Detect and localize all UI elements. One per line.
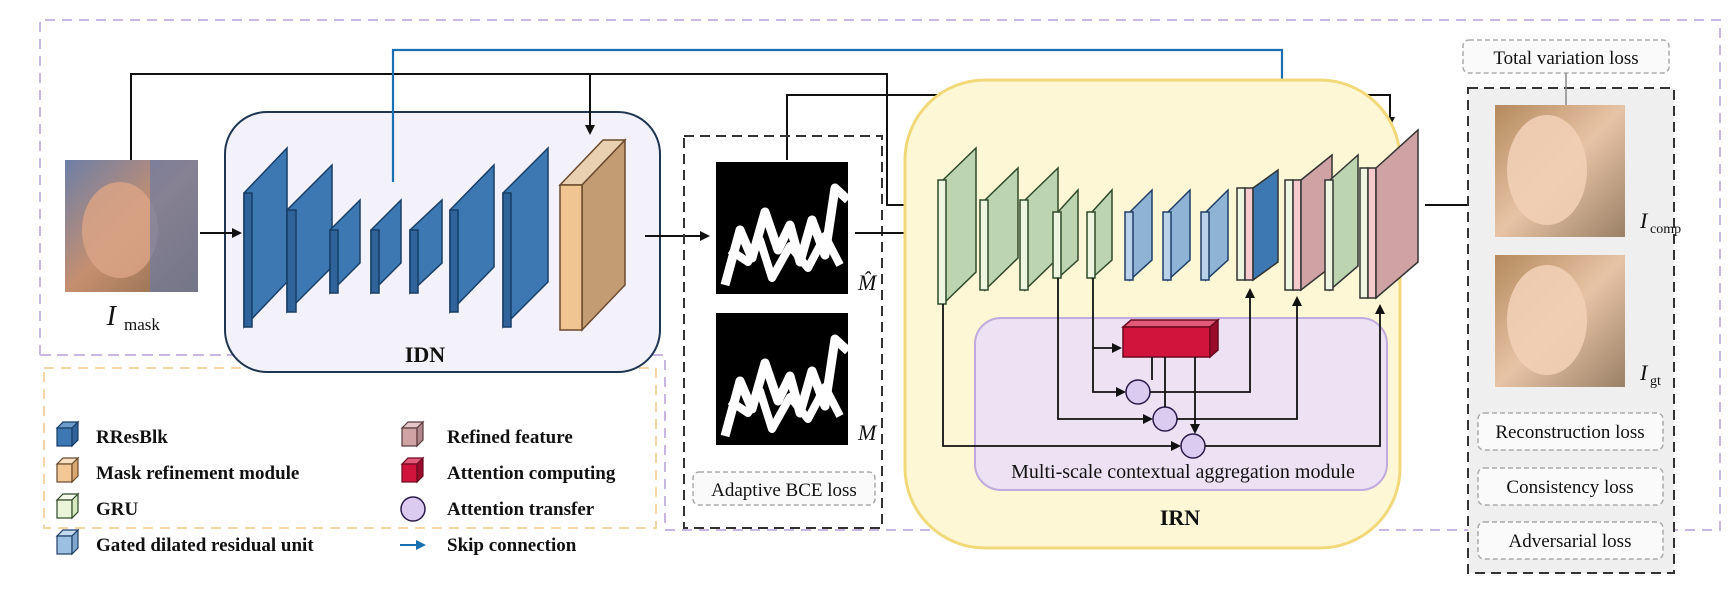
input-label-sub: mask bbox=[124, 315, 160, 334]
legend-gated-dilated-label: Gated dilated residual unit bbox=[96, 535, 314, 556]
gt-label: I bbox=[1639, 360, 1649, 385]
m-label: M bbox=[857, 420, 878, 445]
m-hat-label: M̂ bbox=[857, 270, 878, 295]
loss-reconstruction: Reconstruction loss bbox=[1495, 422, 1644, 443]
legend-attention-transfer-label: Attention transfer bbox=[447, 499, 595, 520]
irn-decoder-layers bbox=[1236, 128, 1419, 300]
attention-computing-block bbox=[1121, 318, 1220, 359]
output-image-gt bbox=[1495, 255, 1625, 387]
legend-gru-icon bbox=[55, 492, 80, 520]
legend-attention-computing-label: Attention computing bbox=[447, 463, 616, 484]
legend-mask-refinement-label: Mask refinement module bbox=[96, 463, 299, 484]
legend-attention-computing-icon bbox=[400, 456, 425, 484]
legend-refined-feature-label: Refined feature bbox=[447, 427, 573, 448]
adaptive-bce-label: Adaptive BCE loss bbox=[711, 480, 857, 501]
idn-label: IDN bbox=[405, 342, 445, 367]
legend-rresblk-label: RResBlk bbox=[96, 427, 168, 448]
legend-gated-dilated-icon bbox=[55, 528, 80, 556]
mask-panel: Adaptive BCE loss bbox=[683, 135, 883, 529]
input-image bbox=[65, 160, 198, 292]
irn-internal-routing bbox=[942, 278, 1385, 451]
legend-skip-connection-label: Skip connection bbox=[447, 535, 577, 556]
output-image-comp bbox=[1495, 105, 1625, 237]
legend-gru-label: GRU bbox=[96, 499, 139, 520]
comp-label: I bbox=[1639, 208, 1649, 233]
legend-refined-feature-icon bbox=[400, 420, 425, 448]
input-label: I bbox=[106, 301, 118, 332]
msca-module: Multi-scale contextual aggregation modul… bbox=[974, 317, 1388, 491]
legend: RResBlk Mask refinement module GRU Gated… bbox=[55, 420, 616, 556]
msca-label: Multi-scale contextual aggregation modul… bbox=[1011, 461, 1355, 483]
legend-rresblk-icon bbox=[55, 420, 80, 448]
loss-consistency: Consistency loss bbox=[1506, 477, 1633, 498]
irn-layers bbox=[937, 146, 1113, 306]
legend-mask-refinement-icon bbox=[55, 456, 80, 484]
gt-label-sub: gt bbox=[1650, 374, 1661, 389]
irn-label: IRN bbox=[1160, 505, 1200, 530]
adaptive-bce-box bbox=[692, 471, 876, 506]
loss-adversarial: Adversarial loss bbox=[1509, 531, 1632, 552]
loss-boxes: Reconstruction loss Consistency loss Adv… bbox=[1477, 412, 1664, 560]
tv-loss-label: Total variation loss bbox=[1493, 48, 1638, 69]
gated-layers bbox=[1124, 188, 1229, 282]
idn-module: IDN bbox=[224, 111, 661, 373]
comp-label-sub: comp bbox=[1650, 222, 1681, 237]
legend-attention-transfer-icon bbox=[400, 496, 426, 522]
idn-layers bbox=[243, 138, 627, 332]
